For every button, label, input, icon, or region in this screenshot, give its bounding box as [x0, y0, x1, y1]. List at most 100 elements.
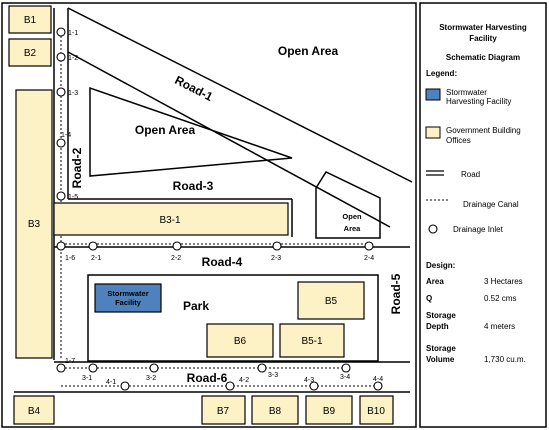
legend-inlet-icon [428, 224, 438, 234]
b2-label: B2 [24, 48, 37, 59]
road-2-label: Road-2 [70, 147, 84, 188]
inlet-2-1-label: 2-1 [91, 255, 101, 262]
legend-heading: Legend: [426, 69, 457, 78]
road-1-label: Road-1 [173, 73, 216, 104]
road-4-label: Road-4 [202, 255, 243, 269]
legend-gov-line-2: Offices [446, 136, 471, 145]
design-volume-label-1: Storage [426, 344, 456, 353]
legend-road-label: Road [461, 170, 480, 179]
legend-frame [419, 2, 547, 428]
open-area-small-label-1: Open [342, 212, 362, 221]
building-labels: B1 B2 B3 B3-1 B4 B5 B5-1 B6 B7 B8 B9 B10 [24, 15, 385, 417]
inlet-1-5-label: 1-5 [68, 194, 78, 201]
design-volume-value: 1,730 cu.m. [484, 355, 526, 364]
inlet-4-4-label: 4-4 [373, 376, 383, 383]
legend-title-line-1: Stormwater Harvesting [439, 23, 527, 32]
building-b10 [359, 395, 394, 425]
road-5-label: Road-5 [389, 273, 403, 314]
b3-label: B3 [28, 219, 41, 230]
inlet-3-4-label: 3-4 [340, 374, 350, 381]
legend-subtitle: Schematic Diagram [446, 53, 520, 62]
b9-label: B9 [323, 406, 336, 417]
b3-1-label: B3-1 [159, 215, 181, 226]
building-b6 [206, 323, 274, 358]
inlet-1-7-icon [56, 363, 66, 373]
building-b9 [305, 395, 353, 425]
inlet-1-4-label: 1-4 [61, 132, 71, 139]
open-area-small-label-2: Area [344, 224, 362, 233]
design-depth-label-1: Storage [426, 311, 456, 320]
buildings [8, 5, 394, 425]
inlet-1-1-label: 1-1 [68, 30, 78, 37]
drainage-inlets [56, 27, 383, 391]
b1-label: B1 [24, 15, 37, 26]
inlet-4-4-icon [373, 381, 383, 391]
road-6-label: Road-6 [187, 371, 228, 385]
road-3-label: Road-3 [173, 179, 214, 193]
design-block: Design: Area 3 Hectares Q 0.52 cms Stora… [426, 261, 526, 364]
open-area-triangle [89, 86, 293, 177]
design-depth-label-2: Depth [426, 322, 449, 331]
area-labels: Open Area Open Area Open Area Park [135, 44, 362, 313]
stormwater-facility [94, 283, 162, 313]
design-q-label: Q [426, 294, 432, 303]
b5-label: B5 [325, 296, 338, 307]
inlet-4-3-icon [309, 381, 319, 391]
legend-canal-label: Drainage Canal [463, 200, 519, 209]
building-b1 [8, 5, 52, 34]
road-1-edge-upper [67, 7, 413, 183]
inlet-1-6-label: 1-6 [65, 255, 75, 262]
building-b8 [251, 395, 299, 425]
park-label: Park [183, 299, 209, 313]
design-heading: Design: [426, 261, 455, 270]
inlet-1-2-icon [56, 52, 66, 62]
inlet-2-4-label: 2-4 [364, 255, 374, 262]
inlet-3-2-label: 3-2 [146, 375, 156, 382]
inlet-2-2-icon [172, 241, 182, 251]
map-frame [1, 2, 417, 428]
inlet-2-2-label: 2-2 [171, 255, 181, 262]
design-area-label: Area [426, 277, 444, 286]
design-volume-label-2: Volume [426, 355, 455, 364]
legend-facility-swatch [425, 88, 441, 101]
inlet-1-5-icon [56, 191, 66, 201]
inlet-1-3-label: 1-3 [68, 90, 78, 97]
b4-label: B4 [28, 406, 41, 417]
design-area-value: 3 Hectares [484, 277, 523, 286]
b6-label: B6 [234, 336, 247, 347]
open-area-small [315, 171, 381, 239]
inlet-2-3-icon [272, 241, 282, 251]
inlet-3-1-icon [88, 363, 98, 373]
building-b5-1 [279, 323, 345, 358]
b10-label: B10 [367, 406, 385, 417]
inlet-1-7-label: 1-7 [65, 358, 75, 365]
open-area-top-label: Open Area [278, 44, 339, 58]
park-area [87, 274, 379, 362]
building-b2 [8, 38, 52, 67]
road-1-edge-lower [67, 51, 391, 228]
inlet-1-3-icon [56, 87, 66, 97]
legend-gov-line-1: Government Building [446, 126, 521, 135]
inlet-2-3-label: 2-3 [271, 255, 281, 262]
building-b3 [15, 89, 53, 359]
legend-title-line-2: Facility [469, 34, 497, 43]
facility-label: Stormwater Facility [107, 289, 148, 307]
building-b5 [297, 281, 365, 320]
inlet-labels: 1-1 1-2 1-3 1-4 1-5 1-6 1-7 2-1 2-2 2-3 … [61, 30, 383, 386]
legend-facility-line-2: Harvesting Facility [446, 97, 511, 106]
legend-title: Stormwater Harvesting Facility Schematic… [439, 23, 527, 62]
inlet-3-3-icon [257, 363, 267, 373]
b8-label: B8 [269, 406, 282, 417]
facility-label-line-2: Facility [115, 298, 142, 307]
roads [14, 7, 413, 393]
building-b3-1 [53, 202, 289, 236]
inlet-3-2-icon [149, 363, 159, 373]
drainage-canals [60, 32, 378, 387]
inlet-4-1-label: 4-1 [106, 379, 116, 386]
design-depth-value: 4 meters [484, 322, 515, 331]
inlet-3-4-icon [341, 363, 351, 373]
inlet-2-1-icon [88, 241, 98, 251]
inlet-4-3-label: 4-3 [304, 377, 314, 384]
inlet-2-4-icon [364, 241, 374, 251]
